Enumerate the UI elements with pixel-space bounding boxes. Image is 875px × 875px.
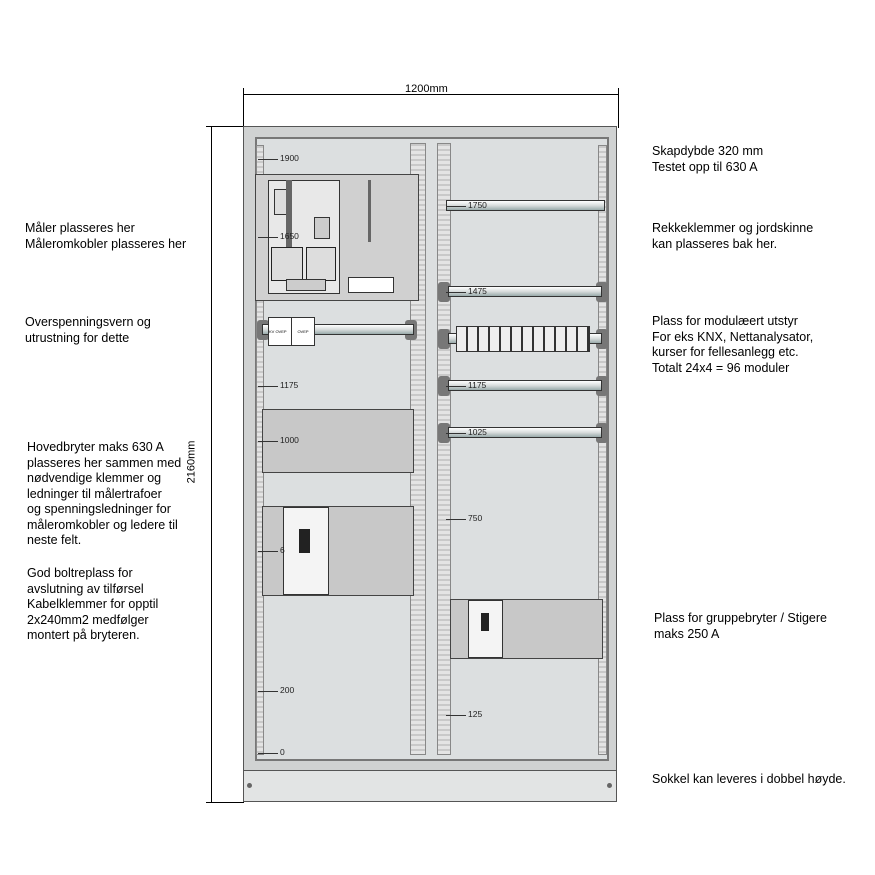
rail-bracket <box>438 423 450 443</box>
right-mark-750: 750 <box>445 513 483 523</box>
surge-protector: KV OVEP OVEP <box>268 317 315 346</box>
plinth <box>243 770 617 802</box>
surge-label: KV OVEP <box>269 318 292 345</box>
breaker-handle <box>299 529 310 553</box>
note-plinth: Sokkel kan leveres i dobbel høyde. <box>652 772 846 786</box>
note-surge: Overspenningsvern og utrustning for dett… <box>25 315 151 345</box>
group-breaker <box>468 600 503 658</box>
left-mark-1900: 1900 <box>258 153 299 163</box>
note-bolt-space: God boltreplass for avslutning av tilfør… <box>27 566 159 642</box>
label-window <box>348 277 394 293</box>
blank-plate <box>262 409 414 473</box>
height-dimension-line <box>211 126 212 802</box>
slot <box>368 180 371 242</box>
din-rail <box>448 380 602 391</box>
note-modular: Plass for modulæert utstyr For eks KNX, … <box>652 314 814 375</box>
left-mark-200: 200 <box>257 685 295 695</box>
plinth-bolt <box>607 783 612 788</box>
breaker-handle <box>481 613 489 631</box>
meter-block <box>306 247 336 281</box>
modular-devices <box>456 326 590 352</box>
din-rail <box>448 427 602 438</box>
rail-bracket <box>438 376 450 396</box>
din-rail <box>448 286 602 297</box>
left-mark-1000: 1000 <box>258 435 299 445</box>
note-group-breaker: Plass for gruppebryter / Stigere maks 25… <box>654 611 827 641</box>
note-terminals: Rekkeklemmer og jordskinne kan plasseres… <box>652 221 814 251</box>
rail-bracket <box>438 282 450 302</box>
dim-tick <box>206 802 244 803</box>
left-mark-1175: 1175 <box>257 380 299 390</box>
right-mark-1025: 1025 <box>446 427 487 437</box>
earth-rail <box>446 200 605 211</box>
left-mark-1650: 1650 <box>258 231 299 241</box>
note-depth: Skapdybde 320 mm Testet opp til 630 A <box>652 144 764 174</box>
height-label: 2160mm <box>185 440 198 484</box>
right-mark-1750: 1750 <box>446 200 487 210</box>
right-mark-125: 125 <box>445 709 483 719</box>
center-rail-right <box>437 143 451 755</box>
dim-tick <box>243 88 244 128</box>
terminal-strip <box>286 279 326 291</box>
dim-tick <box>206 126 244 127</box>
note-main-breaker: Hovedbryter maks 630 A plasseres her sam… <box>27 440 182 547</box>
meter-mounting-plate <box>255 174 419 301</box>
right-mark-1475: 1475 <box>446 286 487 296</box>
note-meter: Måler plasseres her Måleromkobler plasse… <box>25 221 187 251</box>
meter-block <box>271 247 303 281</box>
width-label: 1200mm <box>405 83 448 95</box>
din-rail-surge <box>262 324 414 335</box>
left-mark-0: 0 <box>259 747 285 757</box>
meter-socket <box>314 217 330 239</box>
surge-label: OVEP <box>297 329 309 334</box>
main-breaker <box>283 507 329 595</box>
plinth-bolt <box>247 783 252 788</box>
right-side-rail <box>598 145 607 755</box>
dim-tick <box>618 88 619 128</box>
right-mark-1175: 1175 <box>445 380 487 390</box>
rail-bracket <box>438 329 450 349</box>
left-mark-500: 6 <box>259 545 285 555</box>
meter-bar <box>286 180 292 248</box>
width-dimension-line <box>243 94 619 95</box>
